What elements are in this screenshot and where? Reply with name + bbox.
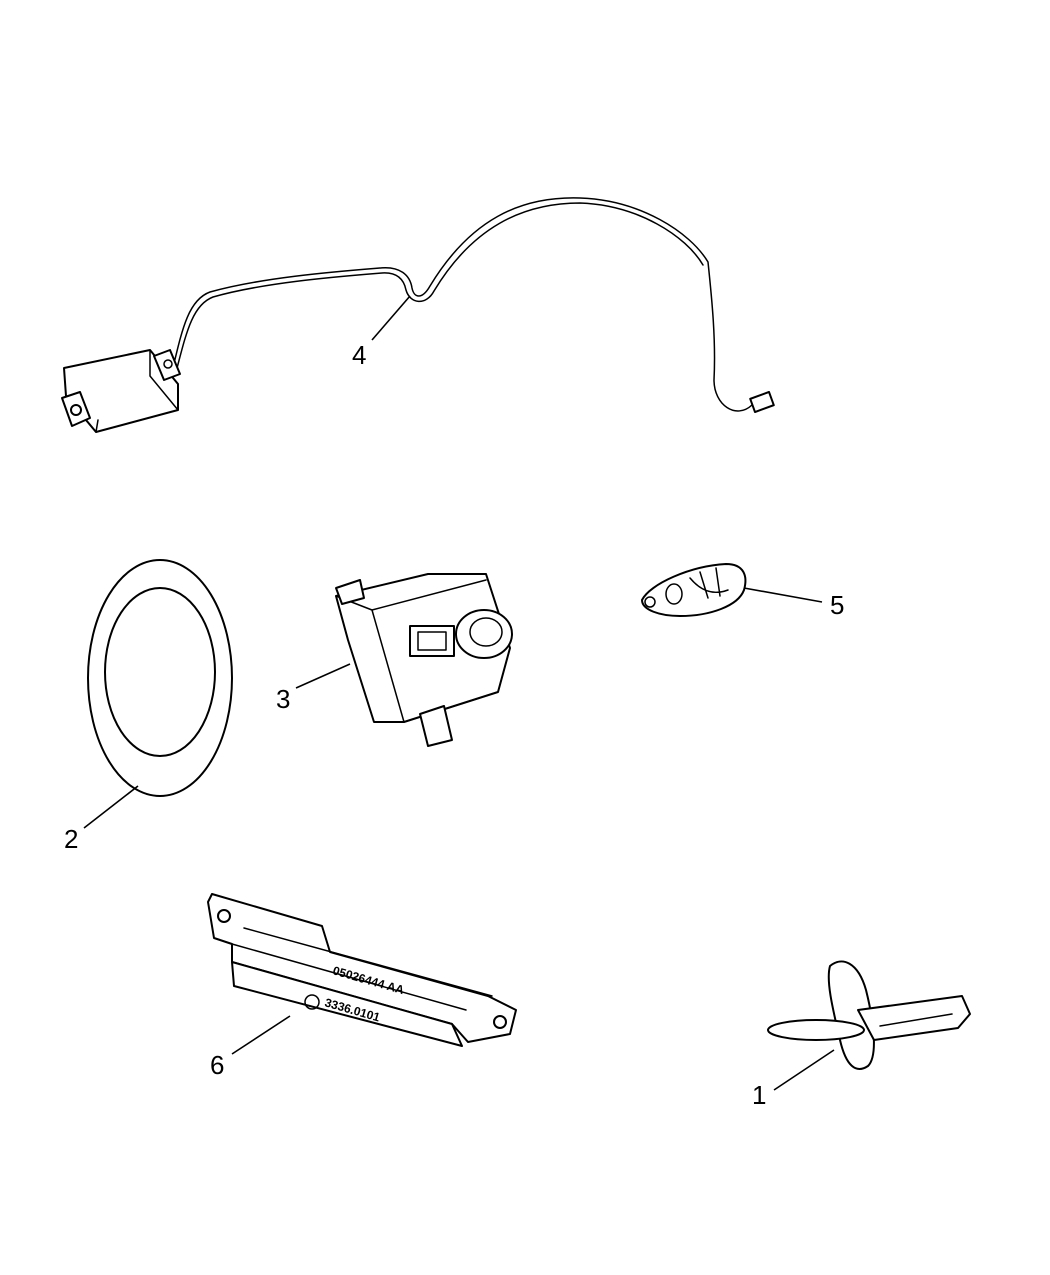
ring-gasket: [83, 559, 233, 829]
leader-line-5: [743, 587, 823, 603]
antenna-cable: [171, 197, 753, 412]
cable-connector: [749, 391, 775, 413]
switch-tab: [409, 625, 455, 657]
callout-3: 3: [276, 684, 290, 714]
key-ring: [767, 1019, 865, 1041]
bracket-housing: [231, 961, 463, 1047]
leader-line-3: [295, 663, 351, 689]
leader-line-6: [231, 1015, 291, 1055]
antenna-module-with-cable: [61, 197, 775, 433]
callout-2: 2: [64, 824, 78, 854]
key-head: [827, 960, 875, 1070]
bracket-module: 05026444 AA 3336.0101: [207, 893, 517, 1055]
key-cylinder: [455, 609, 513, 659]
fob-body: [641, 563, 747, 617]
ignition-switch-module: [295, 573, 513, 747]
fob-button: [665, 583, 683, 605]
switch-connector: [419, 705, 453, 747]
callout-6: 6: [210, 1050, 224, 1080]
ignition-key: [767, 960, 971, 1091]
ring-inner-edge: [104, 587, 216, 757]
leader-line-1: [773, 1049, 835, 1091]
callout-4: 4: [352, 340, 366, 370]
leader-line-4: [371, 295, 411, 341]
callout-5: 5: [830, 590, 844, 620]
leader-line-2: [83, 785, 139, 829]
key-blade: [857, 995, 971, 1041]
key-fob: [641, 563, 823, 617]
stamp-symbol: [304, 994, 320, 1010]
callout-1: 1: [752, 1080, 766, 1110]
